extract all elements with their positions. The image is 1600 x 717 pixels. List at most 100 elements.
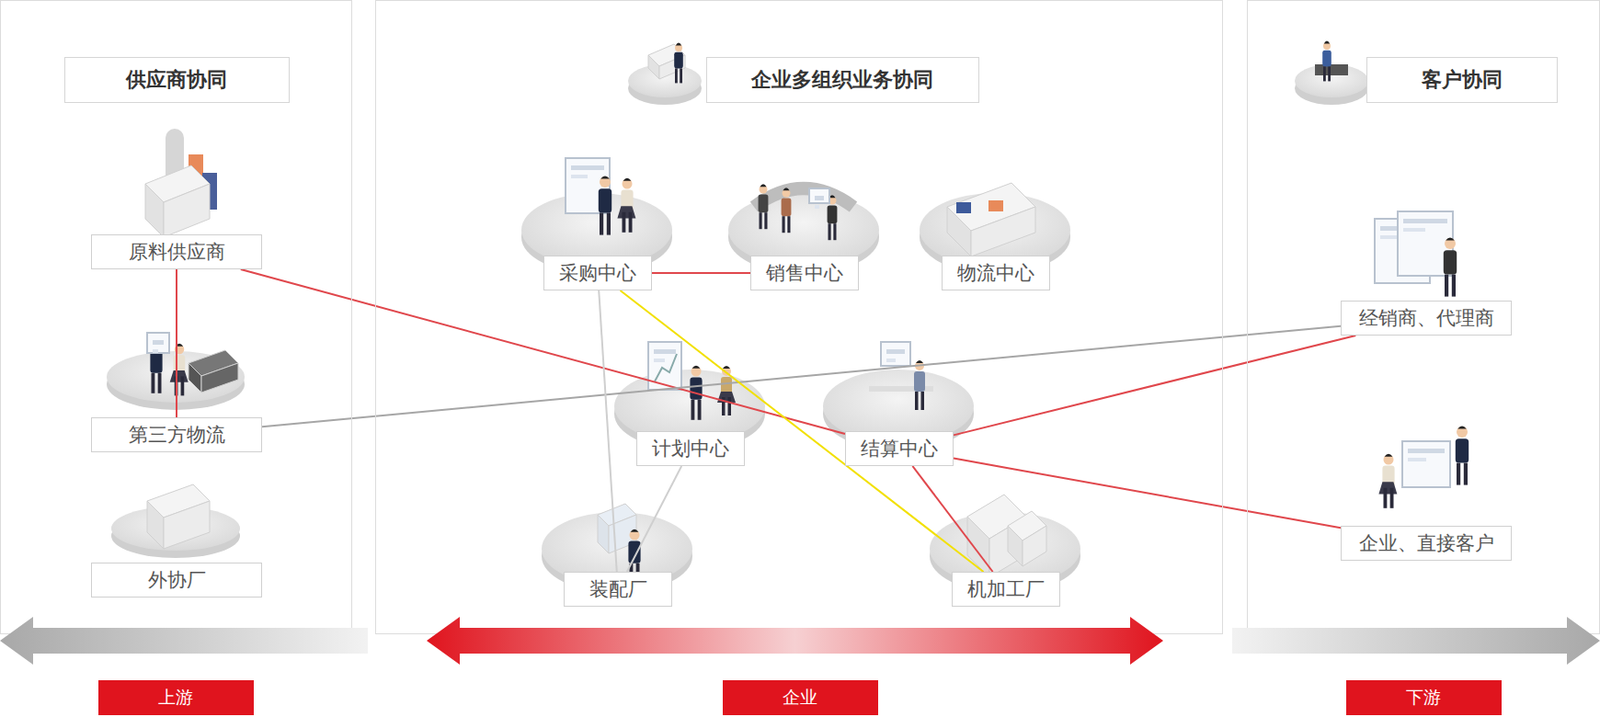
person xyxy=(1463,463,1468,486)
person xyxy=(691,366,702,378)
person xyxy=(914,371,926,392)
chart xyxy=(654,354,677,382)
person xyxy=(1445,237,1455,240)
person xyxy=(599,213,604,236)
person xyxy=(1322,50,1332,68)
block xyxy=(163,183,210,238)
swimlane-panel: 客户协同经销商、代理商企业、直接客户 xyxy=(1246,0,1600,635)
person xyxy=(675,43,682,46)
node-label-box: 企业、直接客户 xyxy=(1340,525,1512,561)
person xyxy=(149,351,162,374)
connector xyxy=(175,269,178,418)
person xyxy=(722,365,731,369)
person xyxy=(828,223,832,240)
block xyxy=(597,514,609,554)
block xyxy=(648,55,660,80)
person xyxy=(679,68,683,83)
screen xyxy=(653,349,676,355)
stage-button: 上游 xyxy=(98,680,254,716)
person xyxy=(691,400,696,421)
connector xyxy=(262,326,1341,428)
person xyxy=(600,175,610,179)
connector xyxy=(627,466,682,572)
person xyxy=(1384,454,1394,458)
person xyxy=(623,178,632,182)
panel-heading: 企业多组织业务协同 xyxy=(706,57,980,103)
swimlane-panel: 供应商协同原料供应商第三方物流外协厂 xyxy=(0,0,353,635)
person xyxy=(598,188,612,213)
person xyxy=(674,68,678,83)
screen xyxy=(886,349,905,355)
person xyxy=(781,197,792,217)
person xyxy=(151,373,156,394)
person xyxy=(170,370,189,383)
stage-button: 下游 xyxy=(1346,680,1502,716)
node-label-box: 第三方物流 xyxy=(91,417,263,453)
screen xyxy=(1403,218,1448,224)
person xyxy=(1456,426,1468,438)
screen xyxy=(653,358,665,363)
connector xyxy=(953,458,1341,529)
node-label-box: 原料供应商 xyxy=(91,234,263,270)
screen xyxy=(152,349,159,354)
person xyxy=(628,212,633,233)
person xyxy=(921,391,926,411)
node-label-box: 销售中心 xyxy=(750,255,859,291)
person xyxy=(689,377,702,400)
node-label: 企业、直接客户 xyxy=(1359,530,1495,557)
person xyxy=(622,179,633,190)
block xyxy=(971,206,1036,257)
screen xyxy=(571,174,588,179)
block xyxy=(201,363,239,393)
panel-heading: 供应商协同 xyxy=(64,57,290,103)
node-label-box: 采购中心 xyxy=(543,255,652,291)
person xyxy=(630,529,640,533)
screen xyxy=(814,205,820,209)
screen xyxy=(1403,228,1426,232)
node-label-box: 物流中心 xyxy=(941,255,1051,291)
person xyxy=(787,216,790,233)
node-label: 采购中心 xyxy=(559,260,637,286)
enterprise-arrow xyxy=(426,617,1164,665)
desk xyxy=(1314,64,1349,76)
screen xyxy=(571,165,605,171)
block xyxy=(988,200,1004,212)
block xyxy=(956,202,972,214)
person xyxy=(827,205,838,224)
person xyxy=(629,530,640,541)
connector xyxy=(953,335,1356,435)
desk xyxy=(754,188,854,207)
platform xyxy=(1294,64,1369,98)
person xyxy=(764,212,767,229)
node-label: 装配厂 xyxy=(589,576,648,603)
person xyxy=(833,223,836,240)
node-label-box: 结算中心 xyxy=(845,431,954,467)
node-label: 经销商、代理商 xyxy=(1359,305,1495,332)
person xyxy=(1455,438,1469,463)
person xyxy=(758,194,769,213)
screen xyxy=(814,195,824,201)
screen xyxy=(152,340,164,345)
block xyxy=(188,363,202,393)
person xyxy=(1457,425,1467,429)
person xyxy=(622,212,627,233)
swimlane-panel: 企业多组织业务协同采购中心销售中心物流中心计划中心结算中心装配厂机加工厂 xyxy=(375,0,1223,635)
person xyxy=(759,183,766,187)
node-label: 外协厂 xyxy=(148,567,206,594)
screen xyxy=(1407,457,1427,462)
node-label: 第三方物流 xyxy=(128,422,226,448)
node-label-box: 外协厂 xyxy=(91,562,263,598)
person xyxy=(1456,463,1461,486)
screen xyxy=(809,188,830,204)
connector xyxy=(620,290,984,572)
upstream-arrow xyxy=(0,617,368,665)
person xyxy=(782,187,789,191)
block xyxy=(147,501,164,549)
person xyxy=(606,213,611,236)
person xyxy=(599,176,611,188)
node-label-box: 计划中心 xyxy=(636,431,745,467)
person xyxy=(728,397,732,416)
